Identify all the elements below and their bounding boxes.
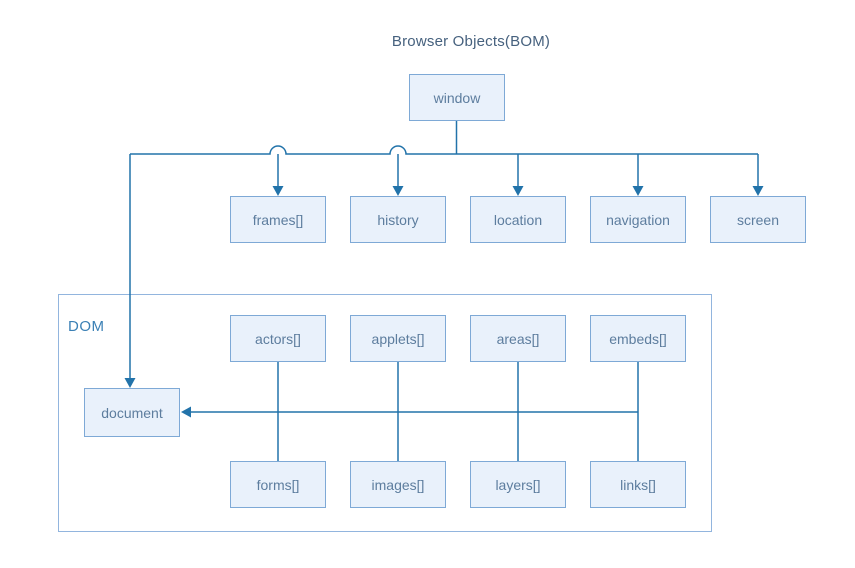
- node-actors-label: actors[]: [255, 330, 301, 347]
- node-links: links[]: [590, 461, 686, 508]
- dom-group-container: [58, 294, 712, 532]
- node-screen: screen: [710, 196, 806, 243]
- node-location: location: [470, 196, 566, 243]
- node-screen-label: screen: [736, 211, 780, 228]
- node-navigation: navigation: [590, 196, 686, 243]
- node-links-label: links[]: [620, 476, 656, 493]
- node-history: history: [350, 196, 446, 243]
- node-forms: forms[]: [230, 461, 326, 508]
- node-layers-label: layers[]: [495, 476, 541, 493]
- node-images-label: images[]: [371, 476, 425, 493]
- node-areas: areas[]: [470, 315, 566, 362]
- node-window: window: [409, 74, 505, 121]
- diagram-title: Browser Objects(BOM): [391, 33, 551, 50]
- arrowhead-frames: [272, 186, 284, 196]
- dom-group-label: DOM: [68, 318, 105, 335]
- node-window-label: window: [433, 89, 481, 106]
- node-applets-label: applets[]: [371, 330, 425, 347]
- node-navigation-label: navigation: [606, 211, 670, 228]
- arrowhead-location: [512, 186, 524, 196]
- arrowhead-navigation: [632, 186, 644, 196]
- node-forms-label: forms[]: [256, 476, 300, 493]
- node-embeds-label: embeds[]: [609, 330, 667, 347]
- node-embeds: embeds[]: [590, 315, 686, 362]
- arrowhead-history: [392, 186, 404, 196]
- node-document: document: [84, 388, 180, 437]
- connector-rail-with-hops: [130, 145, 758, 155]
- node-images: images[]: [350, 461, 446, 508]
- node-document-label: document: [101, 404, 163, 421]
- node-location-label: location: [493, 211, 543, 228]
- arrowhead-screen: [752, 186, 764, 196]
- node-frames: frames[]: [230, 196, 326, 243]
- node-layers: layers[]: [470, 461, 566, 508]
- node-frames-label: frames[]: [252, 211, 304, 228]
- node-applets: applets[]: [350, 315, 446, 362]
- node-history-label: history: [377, 211, 419, 228]
- node-actors: actors[]: [230, 315, 326, 362]
- node-areas-label: areas[]: [496, 330, 540, 347]
